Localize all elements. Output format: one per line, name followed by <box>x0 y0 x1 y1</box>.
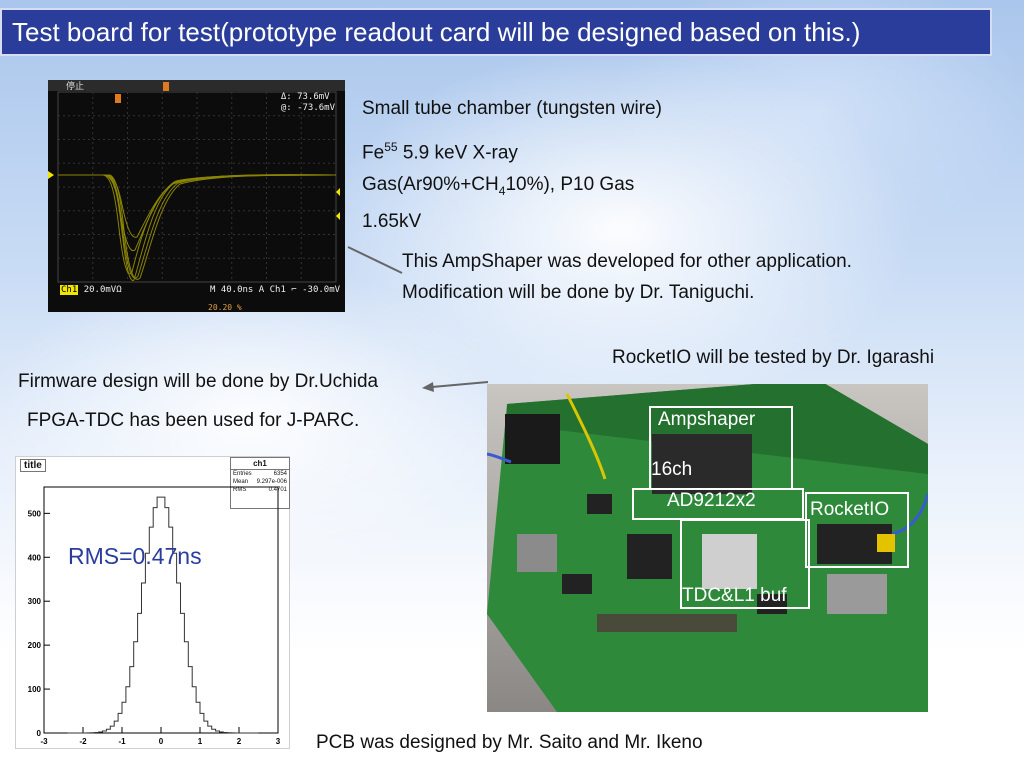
entries-value: 6354 <box>273 471 287 477</box>
y-tick-label: 500 <box>28 509 42 518</box>
cables <box>565 393 607 480</box>
ampshaper-note-line2: Modification will be done by Dr. Taniguc… <box>402 282 755 303</box>
histogram-series <box>67 496 259 734</box>
gas-mix: Gas(Ar90%+CH <box>362 174 499 195</box>
y-tick-label: 200 <box>28 641 42 650</box>
stats-name: ch1 <box>231 458 289 470</box>
ampshaper-note-line1: This AmpShaper was developed for other a… <box>402 251 852 272</box>
x-tick-label: -3 <box>40 737 48 746</box>
y-tick-label: 100 <box>28 685 42 694</box>
scope-callout-line <box>347 246 403 274</box>
board-illustration <box>487 384 928 712</box>
ch1-scale: Ch1 20.0mVΩ <box>60 285 122 295</box>
x-tick-label: 0 <box>159 737 164 746</box>
connectors <box>505 414 892 614</box>
histogram-plot: 0 100 200 300 400 500 -3 -2 -1 0 1 2 3 <box>28 486 281 746</box>
waveform-traces <box>58 174 337 281</box>
xray-isotope: 55 <box>384 140 398 154</box>
mean-value: 9.297e-006 <box>256 479 287 485</box>
rocketio-box <box>805 492 909 568</box>
fpga-note: FPGA-TDC has been used for J-PARC. <box>27 410 360 431</box>
x-tick-label: 2 <box>237 737 242 746</box>
y-tick-label: 300 <box>28 597 42 606</box>
cursor-measurement: @: -73.6mV <box>280 103 335 113</box>
ch16-label: 16ch <box>651 459 693 480</box>
delta-measurement: Δ: 73.6mV <box>280 92 330 102</box>
y-tick-label: 400 <box>28 553 42 562</box>
tdc-box <box>680 519 810 609</box>
scope-measurements: Δ: 73.6mV @: -73.6mV <box>281 92 335 114</box>
x-tick-label: -2 <box>79 737 87 746</box>
test-board-photo: Ampshaper 16ch AD9212x2 RocketIO TDC&L1 … <box>487 384 928 712</box>
ch1-ground-marker <box>48 171 54 179</box>
adc-label: AD9212x2 <box>667 490 756 511</box>
x-tick-label: -1 <box>118 737 126 746</box>
ch1-scale-value: 20.0mVΩ <box>83 285 122 295</box>
hv-text: 1.65kV <box>362 211 422 232</box>
timebase-readout: M 40.0ns A Ch1 ⌐ -30.0mV <box>210 285 341 295</box>
slide-title: Test board for test(prototype readout ca… <box>0 8 992 56</box>
ch1-cursor-markers <box>336 188 340 220</box>
ampshaper-label: Ampshaper <box>658 409 756 430</box>
histogram-frame <box>43 486 279 734</box>
rocketio-label: RocketIO <box>810 499 890 520</box>
x-tick-label: 3 <box>276 737 281 746</box>
chips <box>562 434 787 632</box>
y-tick-label: 0 <box>37 729 42 738</box>
gas-mix-rest: 10%), P10 Gas <box>505 174 635 195</box>
gas-text: Gas(Ar90%+CH410%), P10 Gas <box>362 173 634 203</box>
trigger-position: 20.20 % <box>208 303 242 312</box>
mean-label: Mean <box>233 479 249 485</box>
scope-header: 停止 <box>48 80 345 91</box>
cursor-marker-1 <box>115 94 121 103</box>
tdc-histogram: title ch1 Entries 6354 Mean 9.297e-006 RMS… <box>15 456 290 749</box>
rms-annotation: RMS=0.47ns <box>68 543 202 569</box>
tdc-label: TDC&L1 buf <box>682 585 787 606</box>
x-tick-label: 1 <box>198 737 203 746</box>
scope-state: 停止 <box>66 81 85 91</box>
rms-label: RMS <box>233 487 247 493</box>
entries-label: Entries <box>233 471 252 477</box>
firmware-note: Firmware design will be done by Dr.Uchid… <box>18 371 379 392</box>
chamber-text: Small tube chamber (tungsten wire) <box>362 98 662 119</box>
oscilloscope-screenshot: 停止 Δ: 73.6mV @: -73. <box>48 80 345 312</box>
pcb-note: PCB was designed by Mr. Saito and Mr. Ik… <box>316 732 703 753</box>
firmware-arrow <box>422 381 489 392</box>
xray-element: Fe <box>362 142 385 164</box>
gas-subscript: 4 <box>498 183 506 198</box>
cursor-marker-2 <box>163 82 169 91</box>
scope-graticule <box>48 82 340 283</box>
xray-text: Fe55 5.9 keV X-ray <box>362 135 518 165</box>
histogram-title: title <box>20 459 46 472</box>
ch1-label: Ch1 <box>60 285 79 295</box>
xray-energy: 5.9 keV X-ray <box>397 142 518 164</box>
rocketio-note: RocketIO will be tested by Dr. Igarashi <box>612 347 935 368</box>
